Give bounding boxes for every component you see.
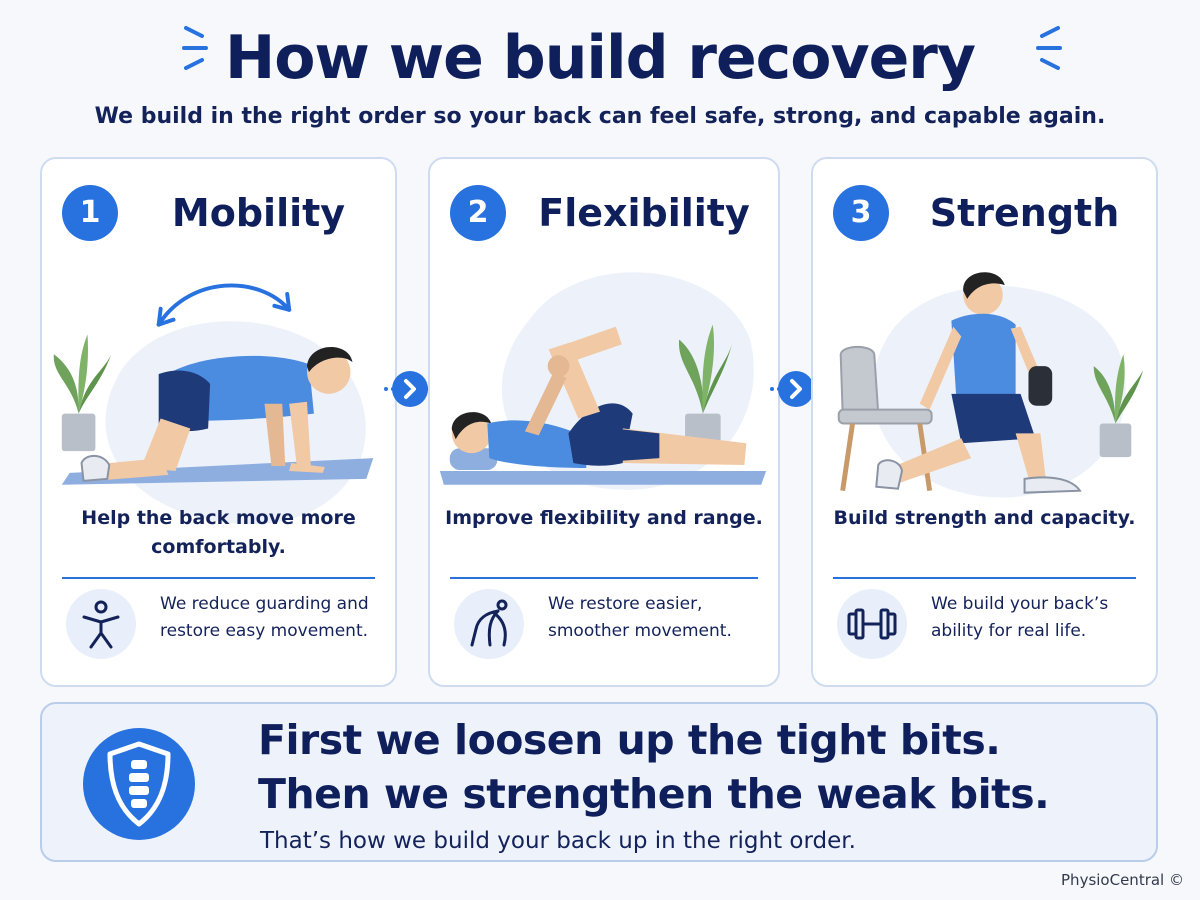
summary-banner: First we loosen up the tight bits. Then … [40, 702, 1158, 862]
divider [62, 577, 375, 579]
person-star-icon [66, 589, 136, 659]
step-header: 1 Mobility [42, 185, 395, 245]
step-description: Help the back move more comfortably. [81, 507, 356, 558]
step-card-strength: 3 Strength Build strength and capacity. [811, 157, 1158, 687]
divider [833, 577, 1136, 579]
lunge-with-dumbbell-illustration [837, 272, 1144, 494]
step-card-mobility: 1 Mobility Help the back move more comfo… [40, 157, 397, 687]
chevron-right-icon [384, 371, 437, 407]
step-description: Build strength and capacity. [833, 507, 1136, 529]
knee-to-chest-stretch-illustration [439, 324, 767, 485]
step-number-badge: 3 [833, 185, 889, 241]
page-subtitle: We build in the right order so your back… [94, 104, 1106, 129]
step-card-flexibility: 2 Flexibility Improve flexibility and ra… [428, 157, 780, 687]
step-title: Strength [929, 191, 1120, 235]
stretching-person-icon [454, 589, 524, 659]
step-header: 2 Flexibility [430, 185, 778, 245]
step-title: Flexibility [538, 191, 750, 235]
step-description: Improve flexibility and range. [445, 507, 763, 529]
divider [450, 577, 758, 579]
copyright-credit: PhysioCentral © [1061, 871, 1184, 889]
step-title: Mobility [171, 191, 346, 235]
spine-shield-icon [83, 728, 195, 840]
chevron-right-icon [770, 371, 823, 407]
step-detail: We restore easier, smoother movement. [548, 594, 732, 641]
step-detail: We build your back’s ability for real li… [931, 594, 1109, 641]
banner-headline-1: First we loosen up the tight bits. [258, 716, 1001, 764]
header: How we build recovery We build in the ri… [0, 18, 1200, 132]
banner-caption: That’s how we build your back up in the … [260, 828, 856, 854]
cat-camel-exercise-illustration [53, 283, 374, 485]
page-title: How we build recovery [225, 23, 976, 93]
sparkle-icon [182, 26, 208, 70]
step-number-badge: 2 [450, 185, 506, 241]
dumbbell-icon [837, 589, 907, 659]
step-header: 3 Strength [813, 185, 1156, 245]
step-number-badge: 1 [62, 185, 118, 241]
banner-headline-2: Then we strengthen the weak bits. [258, 770, 1050, 818]
sparkle-icon [1036, 26, 1062, 70]
step-detail: We reduce guarding and restore easy move… [160, 594, 369, 641]
